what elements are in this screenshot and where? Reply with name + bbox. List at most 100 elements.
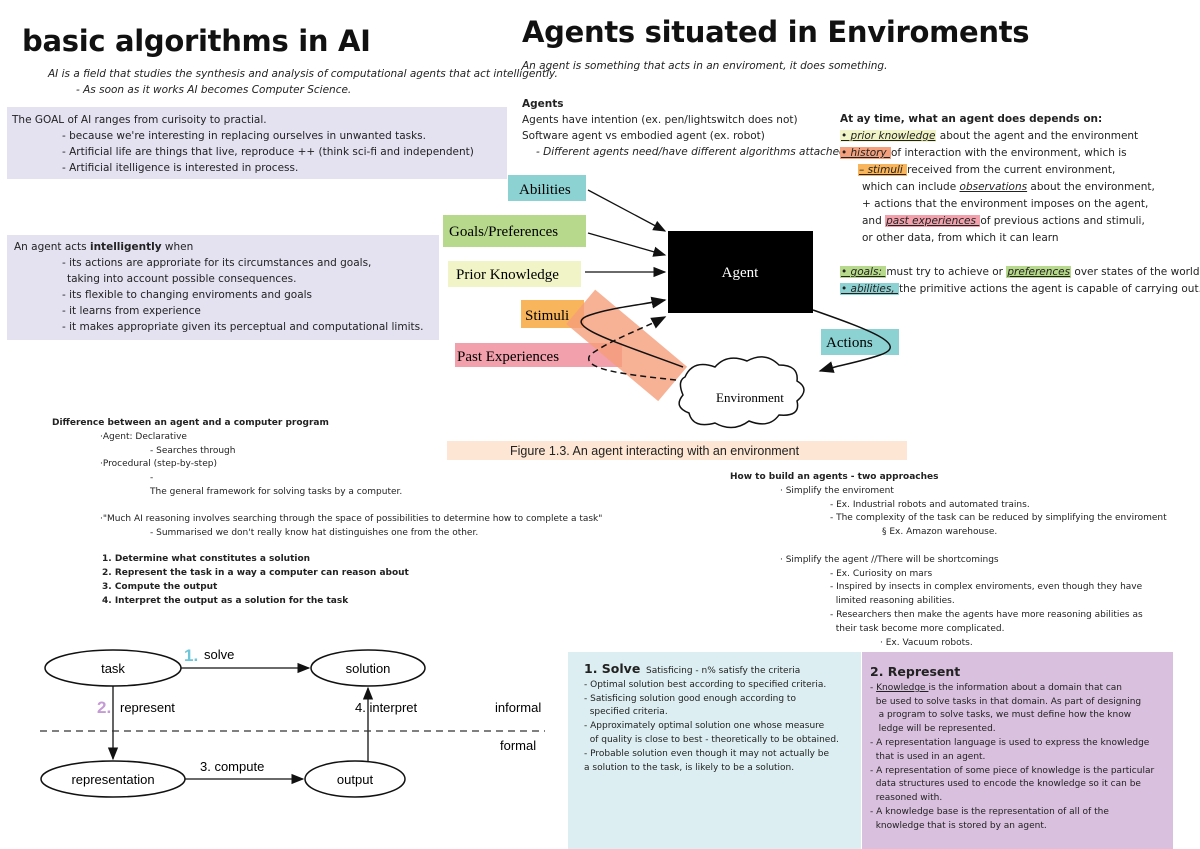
right-title: Agents situated in Enviroments [522, 15, 1030, 49]
goal-item: - Artificial itelligence is interested i… [62, 162, 299, 174]
represent-line: a program to solve tasks, we must define… [870, 710, 1132, 721]
knowledge-term: Knowledge [876, 682, 929, 693]
solve-number: 1. [184, 646, 198, 665]
actions-arrow [812, 309, 891, 373]
past-experiences-highlight: past experiences [885, 215, 981, 227]
intelligent-item: - its actions are approriate for its cir… [62, 257, 372, 269]
difference-section: Difference between an agent and a comput… [52, 417, 602, 609]
build-line: · Ex. Vacuum robots. [880, 637, 973, 648]
ai-definition-note: - As soon as it works AI becomes Compute… [76, 84, 352, 96]
solve-title: 1. Solve [584, 661, 641, 676]
representation-label: representation [71, 772, 154, 787]
goals-arrow [587, 232, 667, 257]
abilities-arrow [587, 189, 667, 232]
represent-title: 2. Represent [870, 664, 961, 679]
history-highlight: • history [841, 147, 890, 159]
goal-heading: The GOAL of AI ranges from curisoity to … [12, 114, 267, 126]
build-line: - The complexity of the task can be redu… [830, 513, 1167, 524]
agents-section: Agents Agents have intention (ex. pen/li… [522, 96, 846, 160]
stimuli-label: Stimuli [525, 308, 569, 324]
intelligent-heading: An agent acts intelligently when [14, 241, 194, 253]
build-line: - Researchers then make the agents have … [830, 609, 1143, 620]
build-section: How to build an agents - two approaches … [730, 471, 1167, 650]
represent-line: ledge will be represented. [870, 724, 996, 735]
difference-line: - Summarised we don't really know hat di… [150, 527, 479, 538]
caption-bg [447, 441, 907, 460]
difference-line: The general framework for solving tasks … [150, 486, 403, 497]
depends-section: At ay time, what an agent does depends o… [840, 113, 1200, 295]
actions-label-bg [821, 329, 899, 355]
difference-line: - Searches through [150, 445, 236, 456]
preferences-highlight: preferences [1006, 266, 1072, 278]
compute-label: 3. compute [200, 759, 264, 774]
build-line: - Ex. Curiosity on mars [830, 568, 933, 579]
step-item: 2. Represent the task in a way a compute… [102, 568, 409, 579]
step-item: 4. Interpret the output as a solution fo… [102, 595, 349, 606]
past-experiences-label: Past Experiences [457, 349, 559, 365]
prior-knowledge-highlight: • prior knowledge [840, 130, 937, 142]
stimuli-arrow [580, 296, 684, 368]
actions-label: Actions [826, 335, 873, 351]
ai-definition: AI is a field that studies the synthesis… [48, 68, 558, 80]
build-line: their task become more complicated. [830, 623, 1005, 634]
goals-highlight: • goals: [840, 266, 887, 278]
figure-caption: Figure 1.3. An agent interacting with an… [510, 444, 800, 458]
represent-box: 2. Represent - Knowledge is the informat… [862, 652, 1173, 849]
represent-line: - A knowledge base is the representation… [870, 806, 1109, 817]
build-line: - Ex. Industrial robots and automated tr… [830, 499, 1030, 510]
intelligent-item: taking into account possible consequence… [67, 273, 297, 285]
represent-line: that is used in an agent. [870, 751, 986, 762]
build-line: § Ex. Amazon warehouse. [882, 527, 998, 538]
agents-note: - Different agents need/have different a… [536, 146, 846, 158]
intelligent-item: - its flexible to changing enviroments a… [62, 289, 313, 301]
difference-heading: Difference between an agent and a comput… [52, 418, 329, 428]
solve-subtitle: Satisficing - n% satisfy the criteria [646, 666, 801, 676]
difference-line: ·Agent: Declarative [100, 431, 187, 442]
solve-line: - Approximately optimal solution one who… [584, 721, 825, 732]
solve-line: specified criteria. [584, 707, 668, 718]
goal-item: - because we're interesting in replacing… [62, 130, 426, 142]
represent-line: reasoned with. [870, 793, 943, 804]
solution-node [310, 649, 426, 687]
prior-knowledge-label: Prior Knowledge [456, 267, 559, 283]
represent-line: - A representation of some piece of know… [870, 765, 1155, 776]
depends-line: + actions that the environment imposes o… [862, 198, 1149, 210]
environment-label: Environment [716, 390, 784, 405]
goals-label-bg [443, 215, 586, 247]
step-item: 1. Determine what constitutes a solution [102, 554, 311, 565]
represent-line: knowledge that is stored by an agent. [870, 820, 1047, 831]
build-spacer [730, 540, 1167, 554]
represent-line: data structures used to encode the knowl… [870, 779, 1141, 790]
prior-label-bg [448, 261, 581, 287]
agents-line: Software agent vs embodied agent (ex. ro… [522, 130, 765, 142]
output-node [304, 760, 406, 798]
formal-label: formal [500, 738, 536, 753]
solve-flow-diagram: task solution representation output 1. s… [40, 646, 545, 798]
informal-label: informal [495, 700, 541, 715]
goal-box: The GOAL of AI ranges from curisoity to … [7, 107, 507, 179]
solve-line: - Optimal solution best according to spe… [584, 679, 827, 690]
depends-line: or other data, from which it can learn [862, 232, 1059, 244]
step-item: 3. Compute the output [102, 581, 218, 592]
abilities-label-bg [508, 175, 586, 201]
solve-box: 1. Solve Satisficing - n% satisfy the cr… [568, 652, 861, 849]
difference-line: - [150, 473, 154, 484]
difference-line: ·"Much AI reasoning involves searching t… [100, 513, 603, 524]
solve-line: - Probable solution even though it may n… [584, 748, 830, 759]
represent-line: - A representation language is used to e… [870, 737, 1150, 748]
build-line: · Simplify the enviroment [780, 485, 894, 496]
agent-definition: An agent is something that acts in an en… [522, 60, 888, 72]
solve-line: of quality is close to best - theoretica… [584, 734, 839, 745]
agent-label: Agent [722, 265, 759, 281]
agent-box [668, 231, 813, 313]
build-line: · Simplify the agent //There will be sho… [780, 554, 999, 565]
solve-line: - Satisficing solution good enough accor… [584, 693, 796, 704]
interpret-label: 4. interpret [355, 700, 418, 715]
agents-heading: Agents [522, 98, 564, 110]
goal-item: - Artificial life are things that live, … [62, 146, 474, 158]
agent-environment-figure: Abilities Goals/Preferences Prior Knowle… [443, 175, 907, 460]
difference-line: ·Procedural (step-by-step) [100, 459, 217, 470]
environment-cloud [678, 356, 805, 429]
output-label: output [337, 772, 374, 787]
